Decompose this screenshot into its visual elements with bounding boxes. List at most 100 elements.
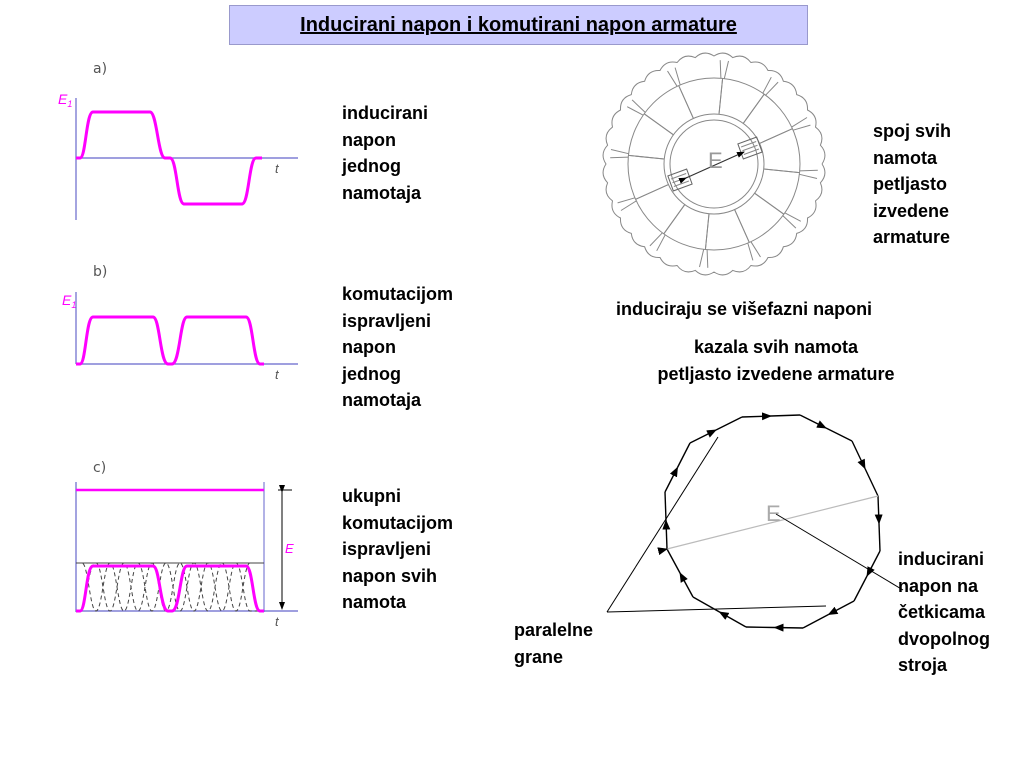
- armature-caption-right: spoj svih namota petljasto izvedene arma…: [873, 121, 952, 247]
- polygon-phasor-arrow: [773, 623, 804, 632]
- armature-slot-line: [663, 204, 686, 235]
- text-b: komutacijom ispravljeni napon jednog nam…: [342, 284, 454, 410]
- armature-slot-line: [635, 184, 669, 200]
- graph-a-wave: [76, 110, 262, 206]
- polygon-phasor-segment: [770, 414, 801, 417]
- graph-b-x-label: t: [275, 367, 280, 382]
- armature-slot-line: [718, 78, 724, 115]
- armature-slot-line: [610, 156, 629, 159]
- armature-slot-line: [782, 215, 797, 229]
- armature-slot-line: [734, 209, 750, 243]
- text-a: inducirani napon jednog namotaja: [342, 103, 429, 203]
- armature-slot-line: [649, 232, 663, 247]
- polygon-heading: kazala svih namota petljasto izvedene ar…: [657, 337, 895, 384]
- armature-inner-circle: [663, 113, 765, 215]
- armature-mid-circle: [627, 77, 801, 251]
- polygon-phasor-arrow: [664, 466, 679, 493]
- leader-right: [775, 513, 904, 591]
- graph-c-wave: [76, 564, 264, 613]
- polygon-phasor-segment: [825, 427, 853, 442]
- leader-left-1: [606, 436, 719, 613]
- armature-e-label: E: [708, 148, 723, 173]
- armature-slot-line: [704, 213, 710, 250]
- armature-slot-line: [699, 249, 705, 268]
- polygon-phasor-segment: [715, 416, 743, 431]
- armature-slot-line: [674, 67, 681, 86]
- armature-slot-line: [747, 242, 754, 261]
- armature-slot-line: [792, 124, 811, 131]
- armature-slot-line: [706, 249, 709, 268]
- polygon-phasor-segment: [664, 491, 667, 521]
- polygon-phasor-segment: [878, 523, 881, 552]
- graph-b-y-label: E1: [62, 292, 76, 310]
- graph-c-label: c): [93, 460, 106, 476]
- graph-b-label: b): [93, 264, 107, 280]
- armature-slot-line: [719, 60, 722, 79]
- polygon-phasor-segment: [666, 548, 681, 574]
- armature-slot-line: [626, 106, 644, 116]
- armature-outer-scallop: [602, 52, 826, 276]
- armature-slot-line: [750, 241, 761, 258]
- graph-c: c) E t: [75, 460, 298, 629]
- armature-slot-line: [620, 200, 637, 211]
- armature-slot-line: [765, 81, 779, 96]
- graph-a-label: a): [93, 61, 107, 77]
- polygon-arrows: [662, 412, 883, 632]
- graph-c-x-label: t: [275, 614, 280, 629]
- armature-slot-line: [762, 76, 772, 94]
- armature-slot-line: [656, 234, 666, 252]
- polygon-phasor-segment: [745, 626, 775, 629]
- polygon-phasor-arrow: [741, 412, 772, 421]
- armature-slot-line: [628, 154, 665, 160]
- polygon-e-label: E: [766, 501, 781, 526]
- brush-right: [737, 136, 763, 160]
- armature-slot-line: [763, 168, 800, 174]
- graph-c-e-label: E: [285, 541, 294, 556]
- polygon-phasor-arrow: [679, 572, 694, 598]
- armature-slot-line: [754, 192, 785, 215]
- armature-slot-line: [791, 117, 808, 128]
- polygon-phasor-arrow: [799, 414, 827, 429]
- polygon-phasor-arrow: [689, 429, 717, 444]
- polygon-phasor-arrow: [718, 611, 747, 628]
- graph-a-y-label: E1: [58, 91, 72, 109]
- polygon-phasor-arrow: [827, 600, 855, 616]
- page-title: Inducirani napon i komutirani napon arma…: [229, 5, 808, 45]
- armature-slot-line: [643, 113, 674, 136]
- armature-slot-line: [759, 128, 793, 144]
- graph-a: a) E1 t: [58, 61, 298, 220]
- polygon-e-resultant: [657, 495, 879, 556]
- armature-slot-line: [723, 60, 729, 79]
- armature-slot-line: [610, 149, 629, 155]
- armature-slot-line: [799, 169, 818, 172]
- armature-drawing: [602, 52, 826, 276]
- graph-b: b) E1 t: [62, 264, 298, 382]
- polygon-label-left: paralelne grane: [514, 620, 594, 667]
- phasor-polygon: E: [606, 412, 904, 632]
- armature-slot-line: [678, 85, 694, 119]
- graph-c-dashed-b: [76, 562, 264, 612]
- armature-core-circle: [669, 119, 759, 209]
- polygon-phasor-arrow: [866, 550, 881, 577]
- polygon-phasor-segment: [676, 442, 691, 468]
- polygon-phasor-segment: [802, 613, 829, 629]
- polygon-phasor-segment: [864, 468, 879, 497]
- graph-a-x-label: t: [275, 161, 280, 176]
- armature-slot-line: [617, 197, 636, 204]
- polygon-phasor-segment: [853, 575, 868, 602]
- polygon-label-right: inducirani napon na četkicama dvopolnog …: [898, 549, 990, 675]
- armature-slots: [610, 60, 818, 268]
- polygon-phasor-arrow: [874, 495, 883, 525]
- leader-left-2: [606, 605, 827, 613]
- armature-slot-line: [631, 99, 646, 113]
- graph-c-dashed-a: [76, 562, 264, 612]
- armature-slot-line: [799, 173, 818, 179]
- polygon-phasor-arrow: [851, 440, 866, 470]
- armature-slot-line: [784, 212, 802, 222]
- text-c: ukupni komutacijom ispravljeni napon svi…: [342, 486, 454, 612]
- polygon-phasor-arrow: [662, 519, 671, 550]
- armature-slot-line: [742, 93, 765, 124]
- armature-caption-bottom: induciraju se višefazni naponi: [616, 299, 873, 319]
- armature-slot-line: [667, 70, 678, 87]
